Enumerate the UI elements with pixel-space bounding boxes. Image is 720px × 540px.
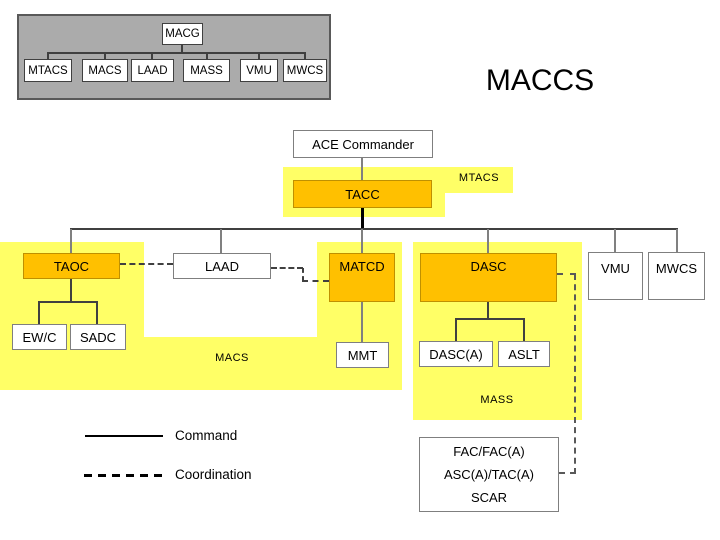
legend-coordination-line (84, 474, 165, 477)
connector-drop-laad (220, 229, 222, 253)
fac-line-2: ASC(A)/TAC(A) (443, 467, 535, 482)
mini-node-mwcs: MWCS (283, 59, 327, 82)
node-ewc: EW/C (12, 324, 67, 350)
mini-connector-drop-mwcs (304, 52, 306, 60)
connector-drop-matcd (361, 229, 363, 253)
page-title: MACCS (485, 64, 595, 97)
node-mmt: MMT (336, 342, 389, 368)
connector-main-bus (70, 228, 678, 230)
mini-connector-drop-mass (206, 52, 208, 60)
connector-drop-vmu (614, 229, 616, 252)
node-sadc: SADC (70, 324, 126, 350)
legend-command-label: Command (175, 428, 238, 443)
region-label-macs: MACS (215, 352, 249, 364)
connector-dasc-stem (487, 302, 489, 319)
node-matcd: MATCD (329, 253, 395, 302)
dash-laad-matcd-1 (271, 267, 303, 269)
connector-dasc-bar (455, 318, 525, 320)
mini-connector-drop-mtacs (47, 52, 49, 60)
mini-node-vmu: VMU (240, 59, 278, 82)
node-taoc: TAOC (23, 253, 120, 279)
mini-connector-macg-stem (181, 45, 183, 53)
dash-dasc-out (557, 273, 576, 275)
connector-taoc-stem (70, 279, 72, 302)
node-fac-group: FAC/FAC(A) ASC(A)/TAC(A) SCAR (419, 437, 559, 512)
node-tacc: TACC (293, 180, 432, 208)
connector-drop-dasc (487, 229, 489, 253)
legend-coordination-label: Coordination (175, 467, 252, 482)
connector-drop-taoc (70, 229, 72, 253)
mini-connector-drop-laad (151, 52, 153, 60)
connector-drop-mwcs (676, 229, 678, 252)
fac-line-1: FAC/FAC(A) (453, 444, 525, 459)
node-ace-commander: ACE Commander (293, 130, 433, 158)
dash-taoc-laad (120, 263, 173, 265)
node-dasc-a: DASC(A) (419, 341, 493, 367)
node-mwcs: MWCS (648, 252, 705, 300)
mini-connector-drop-vmu (258, 52, 260, 60)
connector-drop-ewc (38, 301, 40, 324)
mini-node-mass: MASS (183, 59, 230, 82)
dash-laad-matcd-3 (302, 280, 329, 282)
node-dasc: DASC (420, 253, 557, 302)
region-label-mass: MASS (480, 394, 514, 406)
node-aslt: ASLT (498, 341, 550, 367)
connector-tacc-stem (361, 207, 364, 230)
connector-ace-tacc (361, 158, 363, 180)
connector-matcd-mmt (361, 302, 363, 342)
connector-taoc-bar (38, 301, 98, 303)
connector-drop-sadc (96, 301, 98, 324)
dash-fac-in (559, 472, 576, 474)
dash-laad-matcd-2 (302, 268, 304, 281)
connector-drop-aslt (523, 318, 525, 341)
fac-line-3: SCAR (470, 490, 508, 505)
legend-command-line (85, 435, 163, 437)
node-vmu: VMU (588, 252, 643, 300)
connector-drop-dasca (455, 318, 457, 341)
mini-connector-drop-macs (104, 52, 106, 60)
dash-dasc-fac-vertical (574, 274, 576, 474)
mini-node-macg: MACG (162, 23, 203, 45)
mini-node-mtacs: MTACS (24, 59, 72, 82)
node-laad: LAAD (173, 253, 271, 279)
mini-node-macs: MACS (82, 59, 128, 82)
mini-node-laad: LAAD (131, 59, 174, 82)
mini-connector-bus (48, 52, 306, 54)
region-label-mtacs: MTACS (458, 172, 500, 184)
